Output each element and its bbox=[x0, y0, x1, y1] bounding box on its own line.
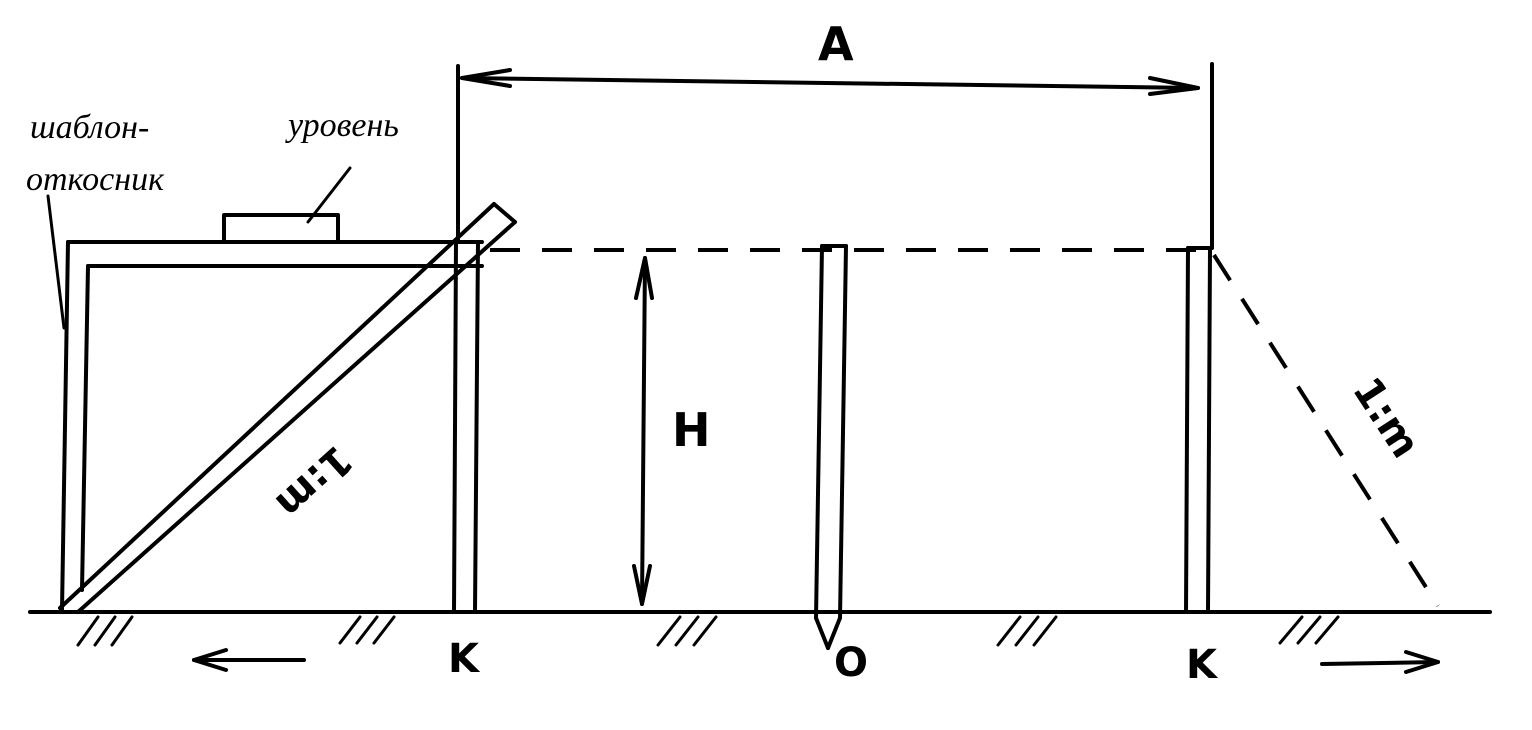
point-k-right-label: K bbox=[1186, 642, 1219, 688]
point-k-left-label: K bbox=[448, 636, 481, 682]
level-leader-line bbox=[306, 166, 352, 224]
dimension-a-label: A bbox=[818, 17, 854, 71]
slope-template-frame bbox=[60, 240, 484, 612]
template-label-continued: откосник bbox=[26, 161, 165, 198]
slope-left-label: 1:m bbox=[267, 436, 361, 527]
point-o-label: O bbox=[834, 640, 868, 686]
dimension-h-label: H bbox=[672, 403, 711, 457]
spirit-level bbox=[222, 213, 340, 244]
stake-o-center bbox=[814, 244, 848, 650]
right-slope-dashed-line bbox=[1212, 253, 1440, 608]
template-leader-line bbox=[46, 194, 66, 330]
level-label: уровень bbox=[285, 107, 399, 144]
arrow-right bbox=[1320, 650, 1440, 674]
dimension-h bbox=[632, 256, 654, 606]
diagonal-slope-board bbox=[58, 202, 517, 614]
ground-hatching bbox=[76, 615, 1340, 647]
dimension-a bbox=[456, 62, 1214, 250]
template-label: шаблон- bbox=[30, 109, 149, 146]
stake-k-right bbox=[1184, 246, 1212, 614]
stake-k-left bbox=[452, 240, 480, 614]
slope-right-label: 1:m bbox=[1343, 370, 1428, 467]
arrow-left bbox=[192, 648, 306, 672]
